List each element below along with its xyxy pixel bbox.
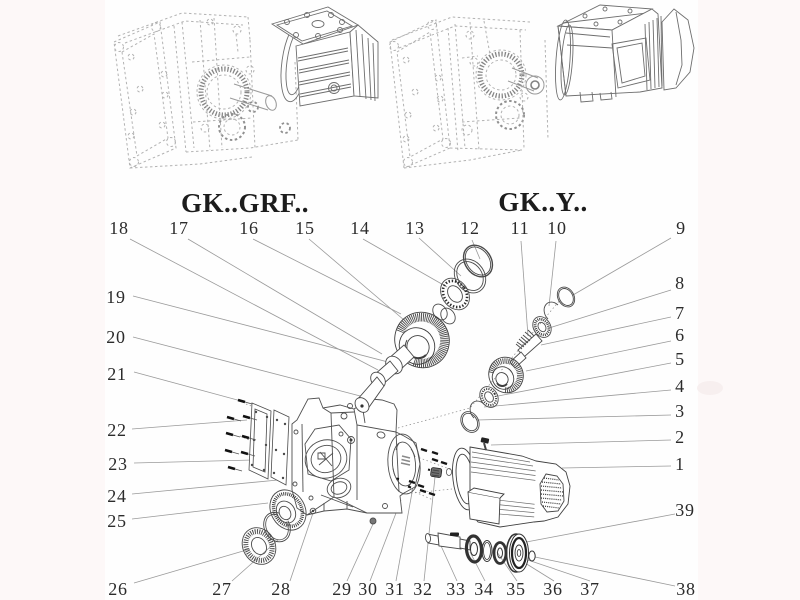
svg-text:20: 20 — [106, 327, 126, 347]
svg-text:24: 24 — [107, 486, 127, 506]
svg-text:23: 23 — [108, 454, 128, 474]
svg-text:30: 30 — [358, 579, 378, 599]
svg-text:5: 5 — [675, 349, 685, 369]
svg-text:8: 8 — [675, 273, 685, 293]
svg-text:15: 15 — [295, 218, 315, 238]
svg-text:25: 25 — [107, 511, 127, 531]
svg-text:2: 2 — [675, 427, 685, 447]
svg-text:4: 4 — [675, 376, 685, 396]
svg-text:GK..GRF..: GK..GRF.. — [181, 188, 309, 218]
svg-text:38: 38 — [676, 579, 696, 599]
svg-text:GK..Y..: GK..Y.. — [498, 187, 588, 217]
svg-text:32: 32 — [413, 579, 433, 599]
svg-text:19: 19 — [106, 287, 126, 307]
svg-text:34: 34 — [474, 579, 494, 599]
svg-text:7: 7 — [675, 303, 685, 323]
svg-text:22: 22 — [107, 420, 127, 440]
svg-text:6: 6 — [675, 325, 685, 345]
svg-text:39: 39 — [675, 500, 695, 520]
svg-text:36: 36 — [543, 579, 563, 599]
svg-text:17: 17 — [169, 218, 189, 238]
svg-text:21: 21 — [107, 364, 127, 384]
svg-text:31: 31 — [385, 579, 405, 599]
svg-text:27: 27 — [212, 579, 232, 599]
svg-text:14: 14 — [350, 218, 370, 238]
svg-text:37: 37 — [580, 579, 600, 599]
svg-text:1: 1 — [675, 454, 685, 474]
svg-text:26: 26 — [108, 579, 128, 599]
svg-text:3: 3 — [675, 401, 685, 421]
svg-text:13: 13 — [405, 218, 425, 238]
svg-text:35: 35 — [506, 579, 526, 599]
svg-text:11: 11 — [511, 218, 530, 238]
svg-text:29: 29 — [332, 579, 352, 599]
svg-text:28: 28 — [271, 579, 291, 599]
svg-text:16: 16 — [239, 218, 259, 238]
svg-text:33: 33 — [446, 579, 466, 599]
svg-text:18: 18 — [109, 218, 129, 238]
svg-text:10: 10 — [547, 218, 567, 238]
svg-text:12: 12 — [460, 218, 480, 238]
svg-text:9: 9 — [676, 218, 686, 238]
